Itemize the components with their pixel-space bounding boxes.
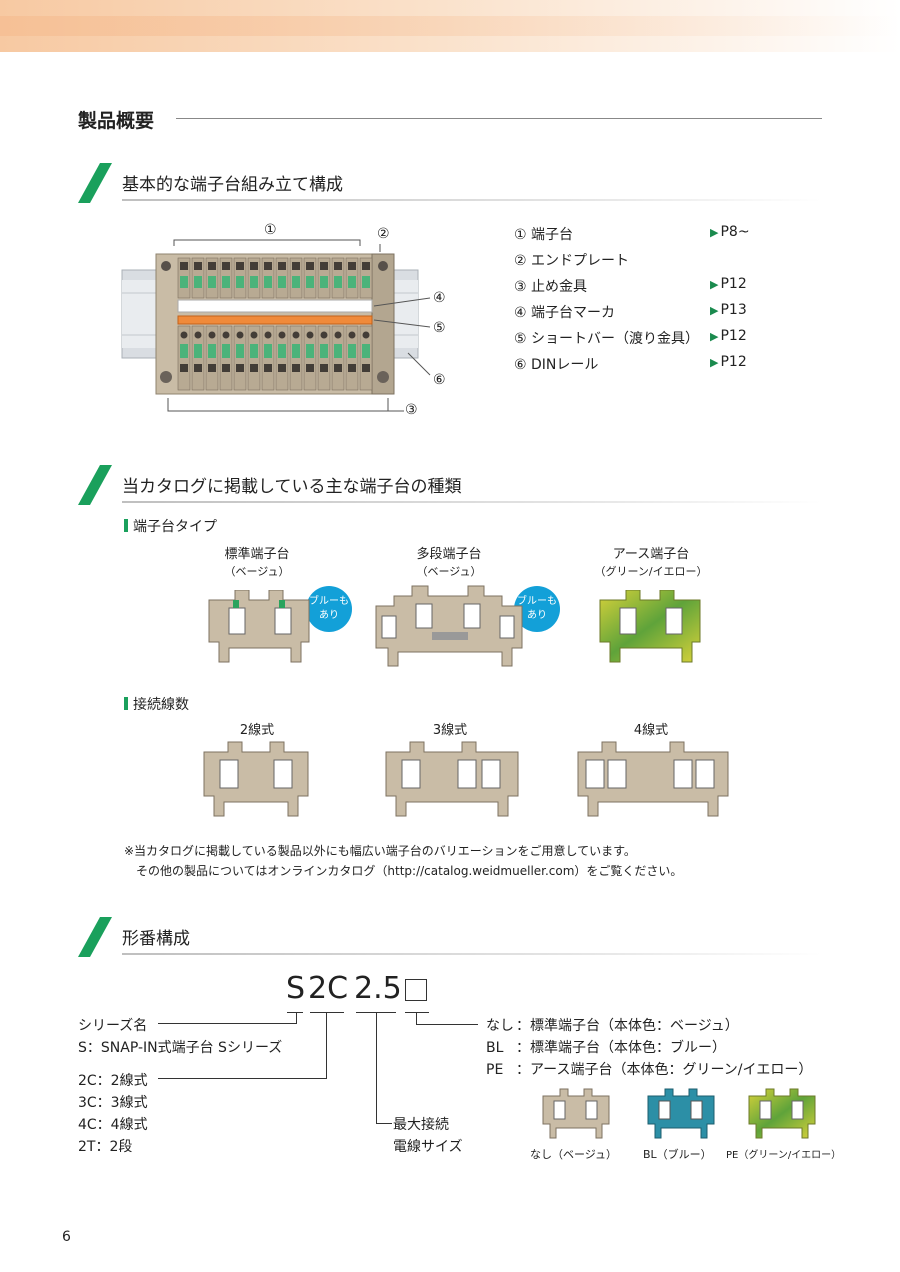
code-series: S [286,971,306,1006]
part-label: ③ 止め金具 [514,279,588,295]
type-color-standard: （ベージュ） [224,565,290,578]
wire-type-4c: 4C：4線式 [78,1117,148,1133]
parts-list-item: ② エンドプレート [514,250,814,276]
type-name-standard: 標準端子台 [224,547,290,562]
section-title: 形番構成 [122,929,190,949]
three-wire-terminal-image [385,741,519,817]
section-heading-partnumber: 形番構成 [78,917,822,957]
arrow-right-icon: ▶ [710,330,719,343]
color-option-none: なし：標準端子台（本体色：ベージュ） [486,1018,739,1034]
earth-terminal-image [599,590,701,663]
multilevel-terminal-image [375,585,523,667]
arrow-right-icon: ▶ [710,278,719,291]
caption-blue: BL（ブルー） [643,1148,712,1161]
header-band-stripe [0,16,900,36]
color-options: なし：標準端子台（本体色：ベージュ） BL：標準端子台（本体色：ブルー） PE：… [486,1015,836,1081]
wire-label-4: 4線式 [633,723,669,738]
part-page-ref: ▶P13 [710,302,747,318]
arrow-right-icon: ▶ [710,304,719,317]
note-line-1: ※当カタログに掲載している製品以外にも幅広い端子台のバリエーションをご用意してい… [124,844,636,858]
size-label-1: 最大接続 [393,1117,449,1133]
parts-list-item: ⑥ DINレール ▶P12 [514,354,814,380]
type-color-multilevel: （ベージュ） [416,565,482,578]
part-label: ④ 端子台マーカ [514,305,616,321]
blue-available-badge: ブルーもあり [306,586,352,632]
part-page-ref: ▶P12 [710,354,747,370]
subheading-types: 端子台タイプ [124,516,217,536]
wire-type-2c: 2C：2線式 [78,1073,148,1089]
section-underline [122,199,822,201]
part-label: ① 端子台 [514,227,574,243]
section-heading-types: 当カタログに掲載している主な端子台の種類 [78,465,822,505]
beige-terminal-thumb [542,1088,610,1139]
wire-label-2: 2線式 [239,723,275,738]
section-title: 基本的な端子台組み立て構成 [122,175,343,195]
green-slash-icon [78,917,112,957]
wire-type-3c: 3C：3線式 [78,1095,148,1111]
subheading-bar [124,519,128,532]
two-wire-terminal-image [203,741,309,817]
type-name-earth: アース端子台 [612,547,690,562]
part-page-ref: ▶P8~ [710,224,750,240]
part-page-ref: ▶P12 [710,328,747,344]
type-name-multilevel: 多段端子台 [416,547,482,562]
section-underline [122,953,822,955]
part-label: ⑤ ショートバー（渡り金具） [514,331,700,347]
part-label: ② エンドプレート [514,253,630,269]
parts-list-item: ③ 止め金具 ▶P12 [514,276,814,302]
arrow-right-icon: ▶ [710,356,719,369]
page-title: 製品概要 [78,110,155,132]
note-line-2: その他の製品についてはオンラインカタログ（http://catalog.weid… [136,864,683,878]
green-slash-icon [78,465,112,505]
arrow-right-icon: ▶ [710,226,719,239]
size-label-2: 電線サイズ [393,1139,463,1155]
callout-3: ③ [405,402,418,418]
caption-beige: なし（ベージュ） [530,1148,618,1161]
callout-1: ① [264,222,277,238]
page-number: 6 [62,1229,71,1245]
title-rule [176,118,822,119]
section-title: 当カタログに掲載している主な端子台の種類 [122,477,462,497]
callout-5: ⑤ [433,320,446,336]
four-wire-terminal-image [577,741,729,817]
series-value: S：SNAP-IN式端子台 Sシリーズ [78,1040,283,1056]
parts-list-item: ④ 端子台マーカ ▶P13 [514,302,814,328]
color-option-bl: BL：標準端子台（本体色：ブルー） [486,1040,726,1056]
wire-type-2t: 2T：2段 [78,1139,133,1155]
section-heading-assembly: 基本的な端子台組み立て構成 [78,163,822,203]
series-label: シリーズ名 [78,1018,148,1034]
code-size: 2.5 [354,971,402,1006]
wire-label-3: 3線式 [432,723,468,738]
color-option-pe: PE：アース端子台（本体色：グリーン/イエロー） [486,1062,813,1078]
part-page-ref: ▶P12 [710,276,747,292]
part-label: ⑥ DINレール [514,357,599,373]
standard-terminal-image [208,590,310,663]
parts-list: ① 端子台 ▶P8~ ② エンドプレート ③ 止め金具 ▶P12 ④ 端子台マーカ ▶P13… [514,224,814,380]
green-slash-icon [78,163,112,203]
code-wires: 2C [308,971,349,1006]
subheading-bar [124,697,128,710]
callout-6: ⑥ [433,372,446,388]
green-yellow-terminal-thumb [748,1088,816,1139]
caption-green-yellow: PE（グリーン/イエロー） [726,1150,842,1161]
callout-4: ④ [433,290,446,306]
parts-list-item: ① 端子台 ▶P8~ [514,224,814,250]
subheading-wires: 接続線数 [124,694,189,714]
callout-2: ② [377,226,390,242]
blue-terminal-thumb [647,1088,715,1139]
assembly-illustration [121,239,431,412]
code-color-placeholder [405,979,427,1001]
parts-list-item: ⑤ ショートバー（渡り金具） ▶P12 [514,328,814,354]
section-underline [122,501,822,503]
type-color-earth: （グリーン/イエロー） [594,565,708,578]
